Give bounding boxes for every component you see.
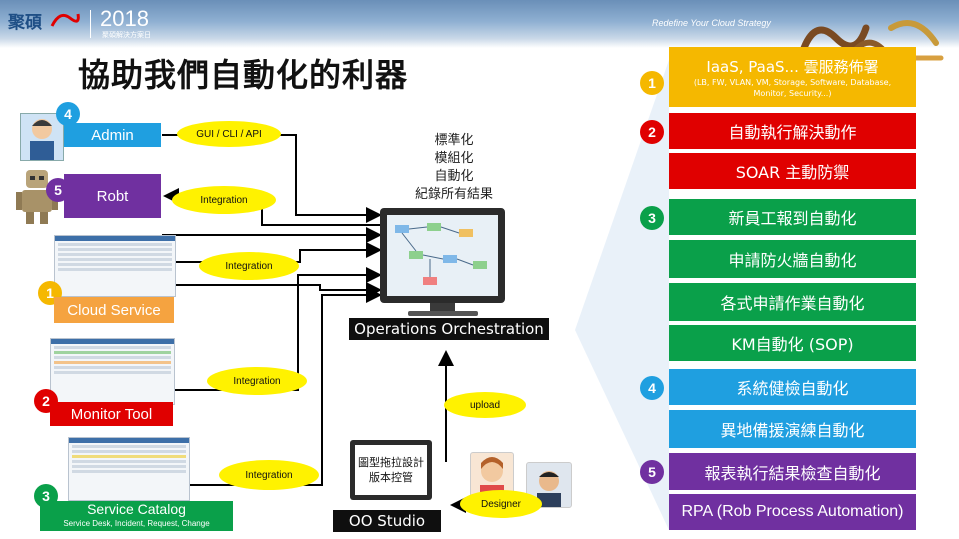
service-catalog-label: Service Catalog [87,501,186,517]
monitor-tool-box[interactable]: Monitor Tool [50,402,173,426]
monitor-tool-screenshot [50,338,175,405]
cloud-deploy-sub: (LB, FW, VLAN, VM, Storage, Software, Da… [693,77,892,98]
oo-studio-screen: 圖型拖拉設計 版本控管 [355,445,427,495]
service-catalog-sublabel: Service Desk, Incident, Request, Change [63,519,210,528]
right-item-health-check: 系統健檢自動化 [669,369,916,405]
right-number-2: 2 [640,120,664,144]
event-subtitle: 聚碩解決方案日 [102,31,151,39]
orchestration-monitor [380,208,505,303]
monitor-tool-connector-label: Integration [207,367,307,395]
admin-avatar [20,113,64,161]
oo-studio-label: OO Studio [333,510,441,532]
operations-orchestration-label: Operations Orchestration [349,318,549,340]
header-banner [0,0,959,48]
service-catalog-box[interactable]: Service Catalog Service Desk, Incident, … [40,501,233,531]
company-logo: 聚碩 [8,13,42,33]
admin-box[interactable]: Admin [64,123,161,147]
right-number-3: 3 [640,206,664,230]
right-item-rpa: RPA (Rob Process Automation) [669,494,916,530]
right-item-firewall: 申請防火牆自動化 [669,240,916,278]
right-item-km: KM自動化 (SOP) [669,325,916,361]
event-year: 2018 [100,6,149,31]
feature-record-results: 紀錄所有結果 [414,187,493,202]
right-number-1: 1 [640,71,664,95]
feature-automate: 自動化 [434,169,474,184]
monitor-base [408,311,478,316]
cloud-service-connector-label: Integration [199,252,299,280]
orchestration-features: 標準化 模組化 自動化 紀錄所有結果 [394,132,514,204]
studio-screen-line-2: 版本控管 [369,471,413,484]
studio-screen-line-1: 圖型拖拉設計 [358,456,424,469]
right-item-onboarding: 新員工報到自動化 [669,199,916,235]
right-item-dr-drill: 異地備援演練自動化 [669,410,916,448]
admin-connector-label: GUI / CLI / API [177,121,281,147]
logo-divider [90,10,91,38]
feature-modularize: 模組化 [434,151,474,166]
service-catalog-connector-label: Integration [219,460,319,490]
designer-person-2-icon [537,471,561,507]
cloud-service-screenshot [54,235,176,297]
right-item-soar: SOAR 主動防禦 [669,153,916,189]
cloud-deploy-text: IaaS, PaaS... 雲服務佈署 [706,57,879,76]
workflow-diagram-icon [395,223,487,285]
right-number-5: 5 [640,460,664,484]
cloud-service-box[interactable]: Cloud Service [54,297,174,323]
admin-number-badge: 4 [56,102,80,126]
right-item-auto-resolve: 自動執行解決動作 [669,113,916,149]
logo-swoosh-icon [50,13,80,27]
tagline: Redefine Your Cloud Strategy [652,18,771,28]
right-item-cloud-deploy: IaaS, PaaS... 雲服務佈署 (LB, FW, VLAN, VM, S… [669,47,916,107]
service-catalog-screenshot [68,437,190,501]
designer-avatar-2 [526,462,572,508]
right-item-requests: 各式申請作業自動化 [669,283,916,321]
designer-label: Designer [460,490,542,518]
feature-standardize: 標準化 [434,133,474,148]
right-item-report-check: 報表執行結果檢查自動化 [669,453,916,490]
admin-person-icon [30,119,54,160]
upload-connector-label: upload [444,392,526,418]
page-title: 協助我們自動化的利器 [78,56,409,94]
right-number-4: 4 [640,376,664,400]
workflow-diagram-screen [387,215,498,296]
robt-box[interactable]: Robt [64,174,161,218]
robt-connector-label: Integration [172,186,276,214]
monitor-stand [430,303,455,311]
oo-studio-monitor: 圖型拖拉設計 版本控管 [350,440,432,500]
